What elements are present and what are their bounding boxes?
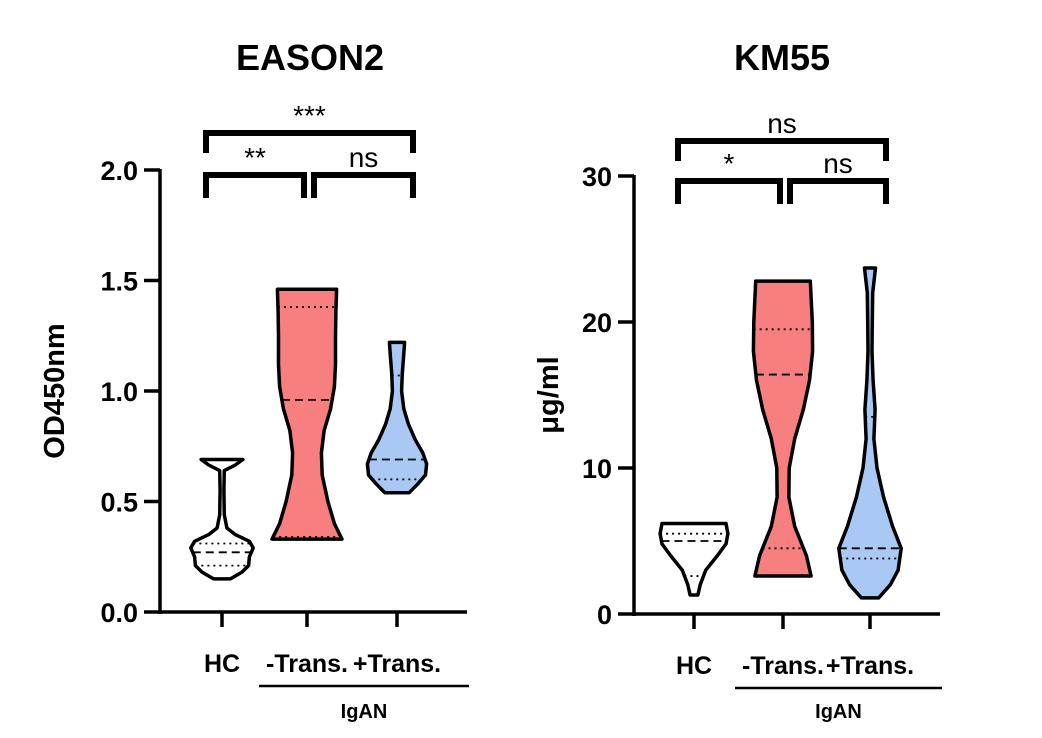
y-tick-label: 1.5 (100, 267, 138, 297)
x-category-label: HC (204, 650, 240, 678)
x-category-label: -Trans. (266, 650, 348, 678)
significance-bracket (203, 130, 416, 153)
significance-bracket (311, 172, 416, 198)
chart-title: EASON2 (236, 37, 384, 78)
group-label: IgAN (341, 701, 388, 723)
y-tick-label: 0.0 (100, 598, 138, 628)
violin-trans (837, 266, 903, 600)
significance-label: ns (767, 108, 797, 139)
y-axis-label: OD450nm (39, 323, 71, 458)
y-tick-label: 2.0 (100, 156, 138, 186)
significance-label: * (724, 148, 735, 179)
violin-trans (751, 279, 815, 578)
x-category-label: +Trans. (353, 650, 441, 678)
chart-title: KM55 (734, 37, 830, 78)
significance-label: ns (349, 142, 379, 173)
significance-bracket (787, 178, 889, 204)
violin-trans (270, 287, 344, 541)
x-category-label: -Trans. (742, 652, 824, 680)
violin-hc (189, 457, 255, 581)
y-tick-label: 20 (582, 308, 612, 338)
x-category-label: +Trans. (826, 652, 914, 680)
significance-label: *** (293, 100, 326, 131)
violin-trans (365, 340, 429, 495)
significance-bracket (675, 138, 889, 161)
significance-bracket (203, 172, 307, 198)
significance-label: ns (823, 148, 853, 179)
y-axis-label: μg/ml (533, 356, 565, 433)
y-tick-label: 10 (582, 454, 612, 484)
y-tick-label: 30 (582, 162, 612, 192)
group-label: IgAN (815, 701, 862, 723)
y-tick-label: 0 (597, 600, 612, 630)
y-tick-label: 0.5 (100, 488, 138, 518)
y-tick-label: 1.0 (100, 377, 138, 407)
significance-bracket (675, 178, 783, 204)
x-category-label: HC (676, 652, 712, 680)
significance-label: ** (244, 142, 266, 173)
violin-hc (658, 521, 730, 597)
